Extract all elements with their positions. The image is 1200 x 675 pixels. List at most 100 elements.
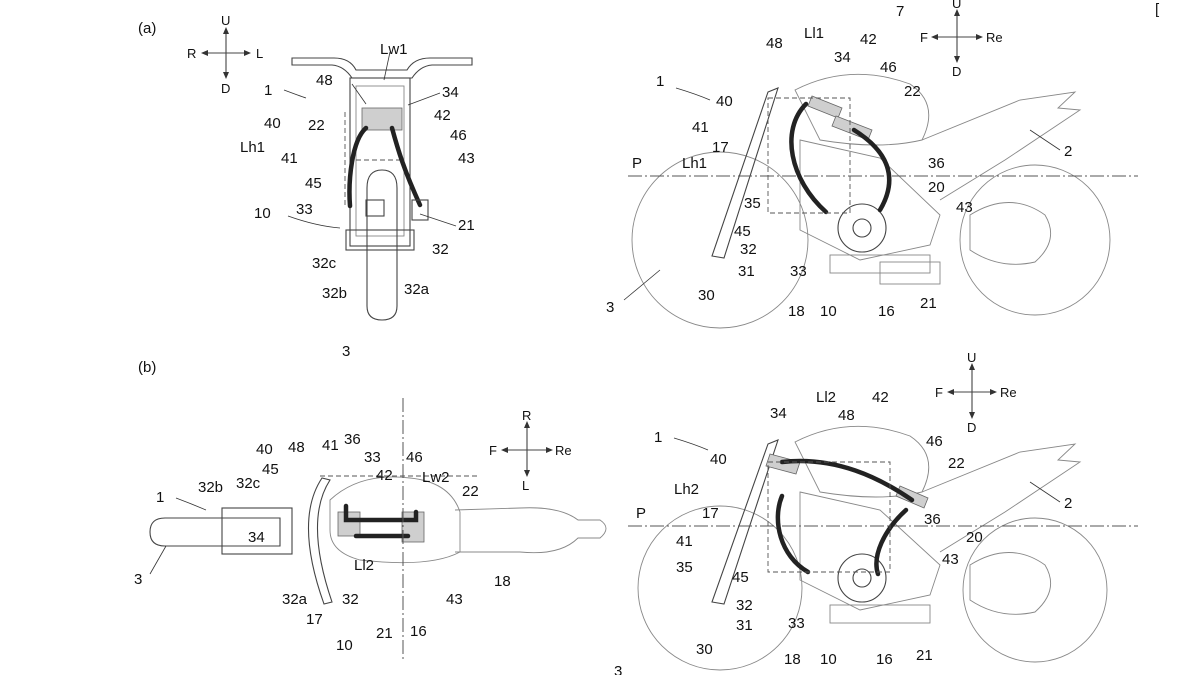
compass-b-side-left: F [935,385,943,400]
label-b-side-9: 2 [1064,495,1072,512]
label-a-front-11: 45 [305,175,322,192]
label-a-front-14: 21 [458,217,475,234]
compass-a-front-up: U [221,13,230,28]
label-b-top-8: 32c [236,475,261,492]
label-b-top-2: 48 [288,439,305,456]
label-b-top-19: 17 [306,611,323,628]
label-b-top-16: 32a [282,591,308,608]
label-b-side-21: 30 [696,641,713,658]
label-a-side-27: 21 [920,295,937,312]
label-b-top-14: 3 [134,571,142,588]
label-a-side-25: 10 [820,303,837,320]
label-a-front-7: 46 [450,127,467,144]
label-b-top-4: 33 [364,449,381,466]
label-a-side-4: 42 [860,31,877,48]
label-a-side-1: 48 [766,35,783,52]
compass-b-top-right: Re [555,443,572,458]
panel-b-tag: (b) [138,359,156,376]
label-b-top-10: 32b [198,479,223,496]
label-a-front-0: Lw1 [380,41,408,58]
compass-a-side-right: Re [986,30,1003,45]
panel-a-tag: (a) [138,20,156,37]
compass-b-side-down: D [967,420,976,435]
label-a-side-10: 17 [712,139,729,156]
label-a-side-0: 7 [896,3,904,20]
label-b-top-12: 1 [156,489,164,506]
compass-a-side-down: D [952,64,961,79]
compass-a-front-right: L [256,46,263,61]
label-a-front-19: 3 [342,343,350,360]
label-a-side-23: 3 [606,299,614,316]
label-b-top-20: 18 [494,573,511,590]
compass-b-top-up: R [522,408,531,423]
labels-a-front: Lw1 48 34 1 42 40 22 46 Lh1 41 43 45 10 … [240,41,475,360]
label-a-side-13: Lh1 [682,155,707,172]
label-b-side-7: 22 [948,455,965,472]
label-b-top-21: 21 [376,625,393,642]
label-a-side-26: 16 [878,303,895,320]
panel-a-side-view: U D F Re 7 48 Ll1 [606,0,1138,329]
labels-a-side: 7 48 Ll1 34 42 46 22 1 40 41 17 2 P Lh1 … [606,3,1072,320]
label-a-front-1: 48 [316,72,333,89]
label-a-side-14: 36 [928,155,945,172]
label-a-side-15: 20 [928,179,945,196]
compass-a-front-left: R [187,46,196,61]
compass-b-top-down: L [522,478,529,493]
compass-a-side-left: F [920,30,928,45]
labels-b-side: Ll2 42 34 48 1 46 40 22 Lh2 2 P 17 36 41… [614,389,1072,675]
label-a-front-2: 34 [442,84,459,101]
label-b-top-18: 43 [446,591,463,608]
label-a-side-5: 46 [880,59,897,76]
labels-b-top: 36 40 48 41 33 46 45 42 32c Lw2 32b 22 1… [134,431,511,654]
panel-b-top-view: (b) R L F Re 36 40 [134,359,607,660]
label-b-top-7: 42 [376,467,393,484]
label-a-side-19: 32 [740,241,757,258]
label-b-side-13: 41 [676,533,693,550]
label-b-side-19: 31 [736,617,753,634]
label-a-front-18: 32a [404,281,430,298]
label-b-side-16: 35 [676,559,693,576]
label-a-side-7: 1 [656,73,664,90]
label-b-side-0: Ll2 [816,389,836,406]
label-a-front-10: 43 [458,150,475,167]
label-b-top-6: 45 [262,461,279,478]
compass-a-front-down: D [221,81,230,96]
compass-a-side-up: U [952,0,961,11]
label-b-side-11: 17 [702,505,719,522]
label-b-side-15: 43 [942,551,959,568]
label-a-side-11: 2 [1064,143,1072,160]
label-a-side-12: P [632,155,642,172]
compass-b-side: U D F Re [935,350,1017,435]
label-a-front-12: 10 [254,205,271,222]
compass-b-side-right: Re [1000,385,1017,400]
label-a-side-6: 22 [904,83,921,100]
panel-a-front-view: (a) U D R L Lw1 48 [138,13,475,360]
label-b-side-3: 48 [838,407,855,424]
label-b-side-17: 45 [732,569,749,586]
label-b-side-5: 46 [926,433,943,450]
label-a-side-18: 45 [734,223,751,240]
label-a-side-21: 30 [698,287,715,304]
compass-a-front: U D R L [187,13,263,96]
label-a-front-15: 32 [432,241,449,258]
label-a-front-6: 22 [308,117,325,134]
label-b-top-13: 34 [248,529,265,546]
label-b-top-1: 40 [256,441,273,458]
label-b-top-11: 22 [462,483,479,500]
label-a-side-3: 34 [834,49,851,66]
label-b-side-25: 21 [916,647,933,664]
label-b-side-2: 34 [770,405,787,422]
label-a-front-9: 41 [281,150,298,167]
label-b-side-20: 33 [788,615,805,632]
compass-b-side-up: U [967,350,976,365]
label-a-front-4: 42 [434,107,451,124]
label-a-side-22: 33 [790,263,807,280]
label-b-top-5: 46 [406,449,423,466]
label-b-top-23: 10 [336,637,353,654]
label-b-side-22: 18 [784,651,801,668]
label-b-side-24: 16 [876,651,893,668]
label-b-top-17: 32 [342,591,359,608]
label-a-front-16: 32c [312,255,337,272]
label-b-side-26: 3 [614,663,622,675]
label-b-side-18: 32 [736,597,753,614]
